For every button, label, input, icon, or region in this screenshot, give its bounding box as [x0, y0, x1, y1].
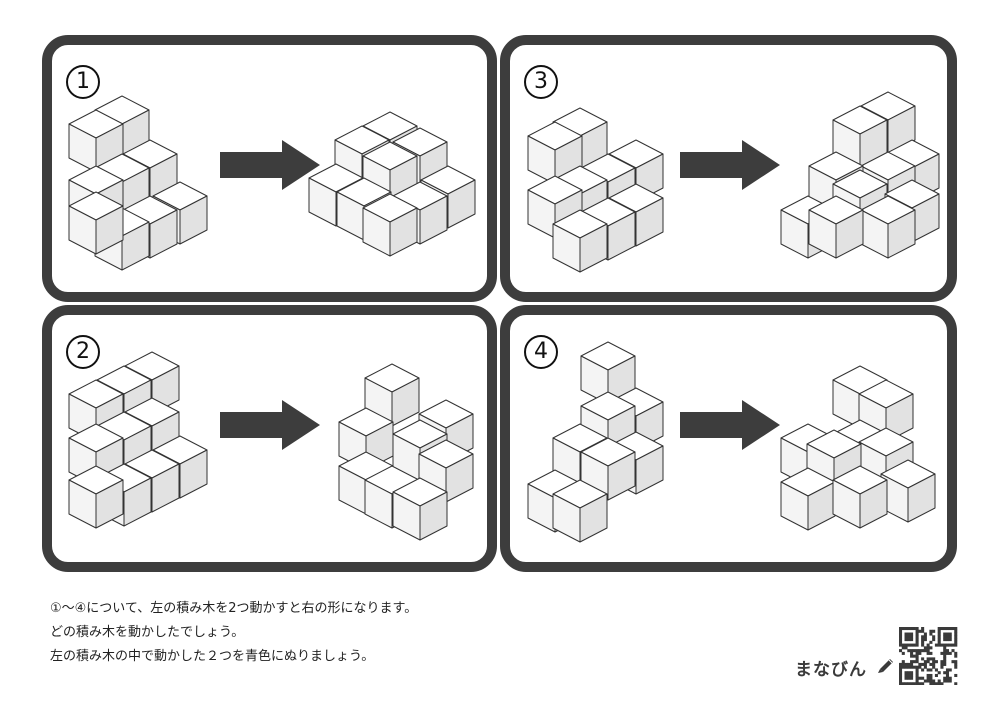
puzzle-panel-4: 4: [500, 305, 957, 572]
pencil-icon: [878, 659, 893, 673]
cube: [68, 465, 124, 529]
brand-logo: まなびん: [795, 660, 867, 680]
cube: [832, 105, 888, 169]
panel-number-3: 3: [524, 65, 558, 99]
cube: [880, 459, 936, 523]
cube: [362, 193, 418, 257]
qr-code-icon: [899, 627, 958, 685]
cube: [68, 191, 124, 255]
cube: [808, 195, 864, 259]
arrow-icon: [220, 140, 320, 190]
panel-number-1: 1: [66, 65, 100, 99]
instruction-line-3: 左の積み木の中で動かした２つを青色にぬりましょう。: [50, 649, 375, 664]
cube: [832, 465, 888, 529]
instructions: ①〜④について、左の積み木を2つ動かすと右の形になります。 どの積み木を動かした…: [50, 597, 417, 669]
cube: [68, 109, 124, 173]
cube: [580, 341, 636, 405]
instruction-line-2: どの積み木を動かしたでしょう。: [50, 625, 245, 640]
cube: [527, 121, 583, 185]
puzzle-panel-1: 1: [42, 35, 497, 302]
cube: [552, 209, 608, 273]
cube: [418, 399, 474, 463]
puzzle-panel-2: 2: [42, 305, 497, 572]
panel-number-label: 3: [534, 69, 548, 94]
cube: [860, 195, 916, 259]
cube-scene-1: [68, 95, 476, 271]
panel-number-label: 2: [76, 339, 90, 364]
instruction-line-1: ①〜④について、左の積み木を2つ動かすと右の形になります。: [50, 601, 418, 616]
cube: [552, 479, 608, 543]
puzzle-panel-3: 3: [500, 35, 957, 302]
panel-number-label: 1: [76, 69, 90, 94]
cube: [780, 467, 836, 531]
arrow-icon: [680, 140, 780, 190]
panel-number-2: 2: [66, 335, 100, 369]
panel-number-label: 4: [534, 339, 548, 364]
cube-scene-2: [68, 351, 474, 541]
arrow-icon: [680, 400, 780, 450]
cube-scene-4: [527, 341, 936, 543]
cube: [364, 363, 420, 427]
arrow-icon: [220, 400, 320, 450]
panel-number-4: 4: [524, 335, 558, 369]
cube: [392, 477, 448, 541]
cube: [338, 407, 394, 471]
cube-scene-3: [527, 91, 940, 273]
